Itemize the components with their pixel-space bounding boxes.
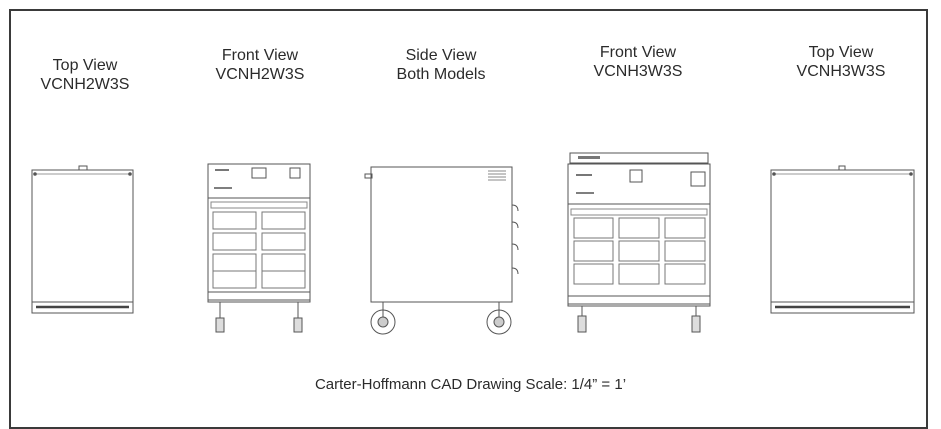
view-label-line1: Front View: [221, 47, 299, 64]
top-view-vcnh2w3s: [31, 165, 134, 314]
view-label-line2: VCNH2W3S: [40, 76, 130, 93]
view-label-top-3w: Top View VCNH3W3S: [786, 43, 896, 81]
view-label-line2: VCNH3W3S: [593, 63, 683, 80]
view-label-line1: Top View: [52, 57, 118, 74]
view-label-line2: VCNH3W3S: [796, 63, 886, 80]
view-label-line1: Front View: [599, 44, 677, 61]
front-view-vcnh3w3s: [567, 152, 711, 333]
scale-caption: Carter-Hoffmann CAD Drawing Scale: 1/4” …: [314, 376, 627, 393]
view-label-top-2w: Top View VCNH2W3S: [30, 56, 140, 94]
side-view-both-models: [364, 166, 519, 335]
front-view-vcnh2w3s: [207, 163, 311, 333]
view-label-line1: Top View: [808, 44, 874, 61]
top-view-vcnh3w3s: [770, 165, 915, 314]
view-label-line2: Both Models: [396, 66, 486, 83]
cad-drawings: [31, 152, 915, 335]
view-label-front-3w: Front View VCNH3W3S: [583, 43, 693, 81]
view-label-line2: VCNH2W3S: [215, 66, 305, 83]
view-label-side: Side View Both Models: [386, 46, 496, 84]
view-label-front-2w: Front View VCNH2W3S: [205, 46, 315, 84]
view-label-line1: Side View: [405, 47, 477, 64]
